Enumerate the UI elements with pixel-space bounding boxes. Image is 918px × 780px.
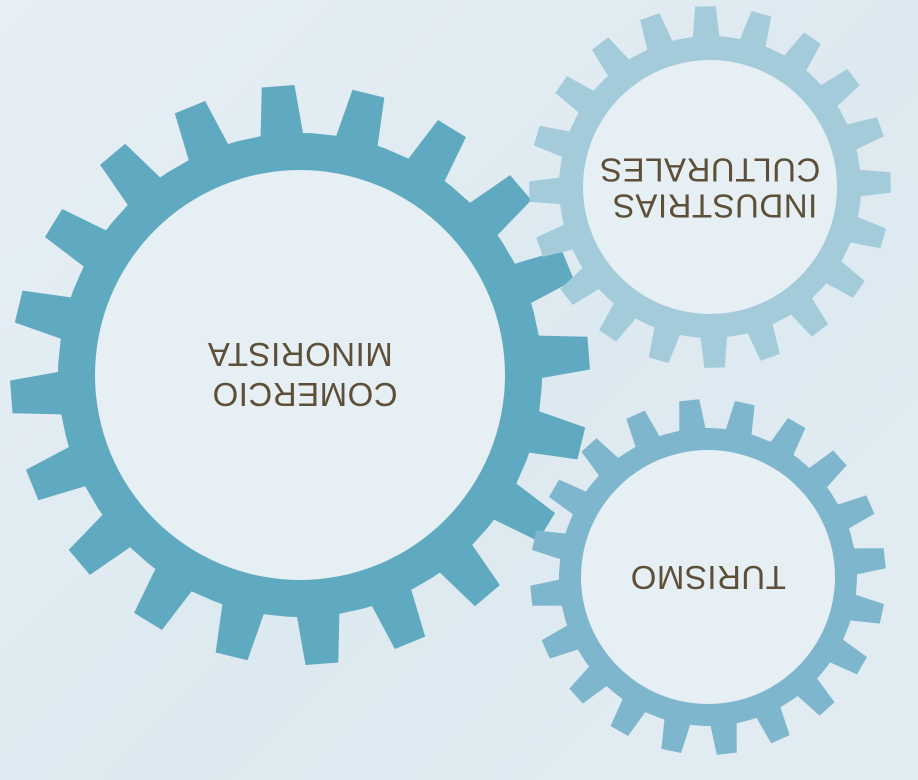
gear-industrias-culturales-line-1: INDUSTRIAS — [612, 188, 817, 225]
gear-comercio-minorista-line-2: MINORISTA — [207, 336, 392, 373]
gear-turismo-hub — [581, 450, 835, 704]
gear-comercio-minorista-label: COMERCIO MINORISTA — [202, 336, 397, 413]
gear-turismo: TURISMO — [530, 399, 886, 755]
gear-industrias-culturales-hub — [583, 60, 837, 314]
gear-turismo-label: TURISMO — [630, 559, 786, 596]
gear-turismo-line-1: TURISMO — [630, 559, 786, 596]
gear-industrias-culturales-line-2: CULTURALES — [600, 152, 821, 189]
gear-industrias-culturales-label: INDUSTRIAS CULTURALES — [600, 152, 821, 225]
gear-comercio-minorista-line-1: COMERCIO — [212, 376, 398, 413]
gear-comercio-minorista-hub — [95, 170, 505, 580]
gear-industrias-culturales: INDUSTRIAS CULTURALES — [529, 6, 891, 368]
gear-comercio-minorista: COMERCIO MINORISTA — [10, 85, 590, 665]
